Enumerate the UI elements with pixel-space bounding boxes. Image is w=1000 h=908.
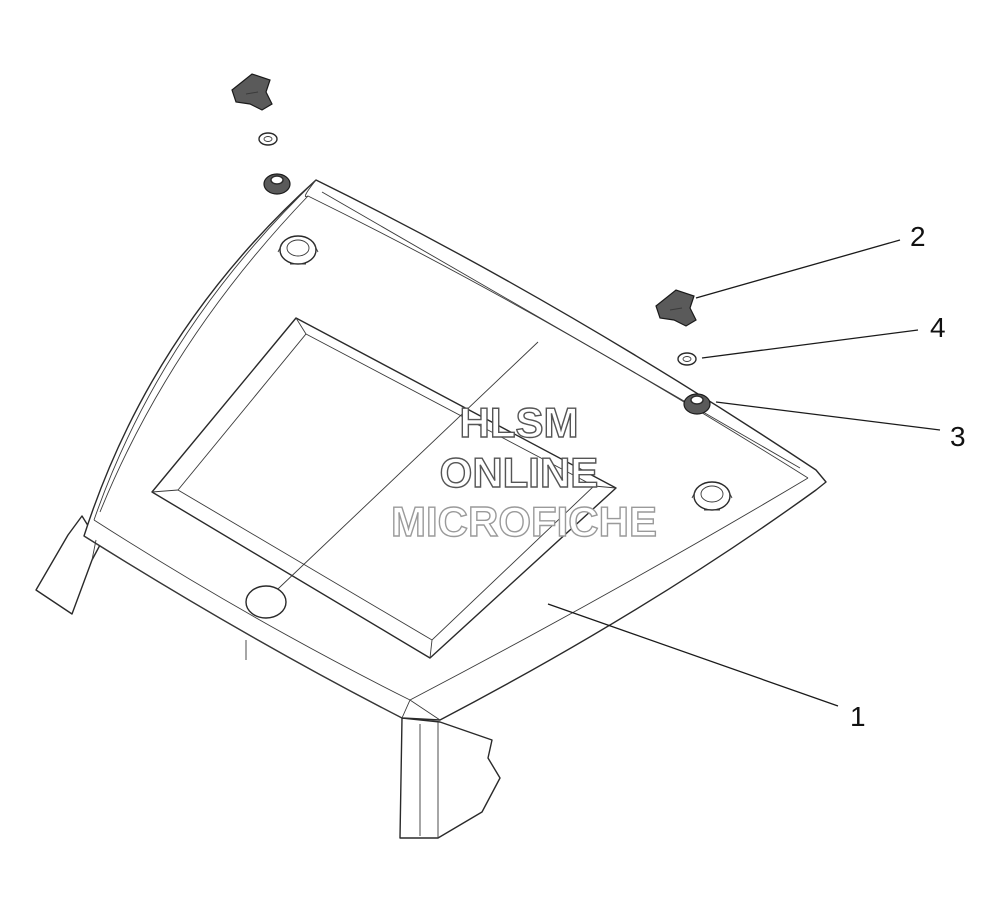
callout-3: 3 — [950, 421, 966, 452]
mount-boss-right — [691, 481, 733, 511]
leader-line-2 — [695, 239, 901, 299]
body-panel — [35, 179, 827, 839]
leader-line-1 — [547, 603, 839, 707]
washer-left-icon — [258, 132, 278, 146]
callout-4: 4 — [930, 312, 946, 343]
wing-nut-right-icon — [655, 289, 697, 327]
wing-nut-left-icon — [231, 73, 273, 111]
leader-line-4 — [701, 329, 919, 359]
mount-boss-left — [277, 235, 319, 265]
callout-1: 1 — [850, 701, 866, 732]
leader-line-3 — [715, 401, 941, 431]
watermark-line-2: ONLINE — [440, 449, 599, 496]
callout-2: 2 — [910, 221, 926, 252]
watermark: HLSM ONLINE MICROFICHE — [390, 398, 657, 545]
watermark-line-1: HLSM — [460, 399, 579, 446]
grommet-left-icon — [263, 173, 291, 195]
watermark-line-3: MICROFICHE — [391, 498, 657, 545]
grommet-right-icon — [683, 393, 711, 415]
washer-right-icon — [677, 352, 697, 366]
